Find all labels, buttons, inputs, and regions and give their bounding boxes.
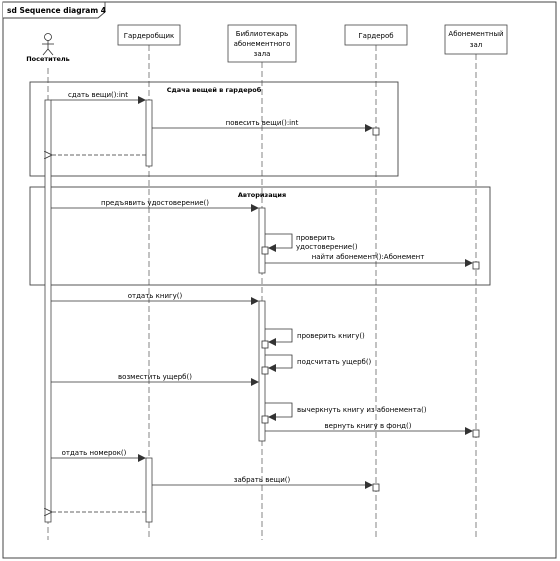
lifeline-box-hall [444, 24, 508, 55]
lifeline-label-hall-2: зал [470, 41, 483, 49]
lifeline-label-library-1: Библиотекарь [236, 30, 288, 38]
actor-label: Посетитель [26, 55, 70, 63]
message-label-4a: проверить [296, 234, 335, 242]
message-label-13: забрать вещи() [234, 476, 291, 484]
lifeline-label-wardrobe-clerk: Гардеробщик [124, 32, 175, 40]
message-label-1: сдать вещи():int [68, 91, 128, 99]
lifeline-box-wardrobe [344, 24, 408, 46]
fragment-wardrobe [29, 81, 399, 177]
message-label-2: повесить вещи():int [226, 119, 299, 127]
message-label-9: возместить ущерб() [118, 373, 192, 381]
frame-title-tab [3, 1, 106, 19]
fragment-authorization [29, 186, 491, 286]
exec-hall-1 [472, 261, 480, 270]
lifeline-label-library-3: зала [254, 50, 271, 58]
lifeline-label-wardrobe: Гардероб [358, 32, 393, 40]
message-label-8: подсчитать ущерб() [297, 358, 372, 366]
message-label-11: вернуть книгу в фонд() [325, 422, 412, 430]
message-arrow-10 [265, 402, 293, 421]
message-label-5: найти абонемент():Абонемент [312, 253, 425, 261]
fragment-authorization-label: Авторизация [238, 191, 286, 199]
exec-wardrobe-2 [372, 483, 380, 492]
message-label-12: отдать номерок() [62, 449, 127, 457]
exec-library-check-id [261, 246, 269, 255]
message-arrow-8 [265, 354, 293, 372]
activation-clerk-1 [145, 99, 153, 167]
activation-library-1 [258, 207, 266, 274]
exec-library-strike [261, 415, 269, 424]
exec-library-check-book [261, 340, 269, 349]
message-label-10: вычеркнуть книгу из абонемента() [297, 406, 427, 414]
message-label-6: отдать книгу() [128, 292, 183, 300]
activation-visitor [44, 99, 52, 523]
activation-clerk-2 [145, 457, 153, 523]
message-label-4b: удостоверение() [296, 243, 358, 251]
fragment-wardrobe-label: Сдача вещей в гардероб [167, 86, 262, 94]
message-arrow-4 [265, 233, 293, 252]
message-label-3: предъявить удостоверение() [101, 199, 209, 207]
exec-wardrobe-1 [372, 127, 380, 136]
exec-library-damage [261, 366, 269, 375]
exec-hall-2 [472, 429, 480, 438]
lifeline-box-library [227, 24, 297, 63]
message-label-7: проверить книгу() [297, 332, 365, 340]
frame-title: sd Sequence diagram 4 [7, 6, 106, 15]
actor-icon [42, 33, 54, 56]
message-arrow-7 [265, 328, 293, 346]
lifeline-label-library-2: абонементного [234, 40, 291, 48]
lifeline-box-wardrobe-clerk [117, 24, 181, 46]
lifeline-label-hall-1: Абонементный [448, 30, 503, 38]
